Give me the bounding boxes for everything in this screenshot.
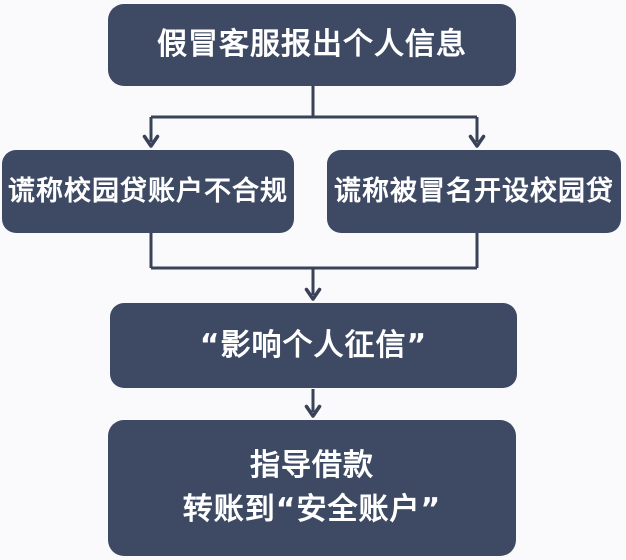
node-label: “影响个人征信” [199, 327, 428, 363]
node-affect-personal-credit: “影响个人征信” [110, 303, 517, 388]
arrow-down-icon [304, 404, 322, 418]
node-guide-borrow-transfer-safe-account: 指导借款 转账到“安全账户” [108, 420, 516, 556]
node-impersonate-customer-service: 假冒客服报出个人信息 [108, 4, 516, 86]
node-label: 谎称校园贷账户不合规 [8, 175, 288, 207]
node-label: 谎称被冒名开设校园贷 [334, 175, 614, 207]
node-label-line: 指导借款 [250, 448, 374, 483]
node-claim-loan-account-noncompliant: 谎称校园贷账户不合规 [2, 150, 294, 233]
arrow-down-icon [304, 287, 322, 301]
arrow-down-icon [142, 134, 160, 148]
node-label-line: 转账到“安全账户” [182, 492, 442, 527]
arrow-down-icon [468, 134, 486, 148]
node-claim-loan-opened-in-your-name: 谎称被冒名开设校园贷 [327, 150, 621, 233]
node-label: 假冒客服报出个人信息 [157, 27, 467, 62]
